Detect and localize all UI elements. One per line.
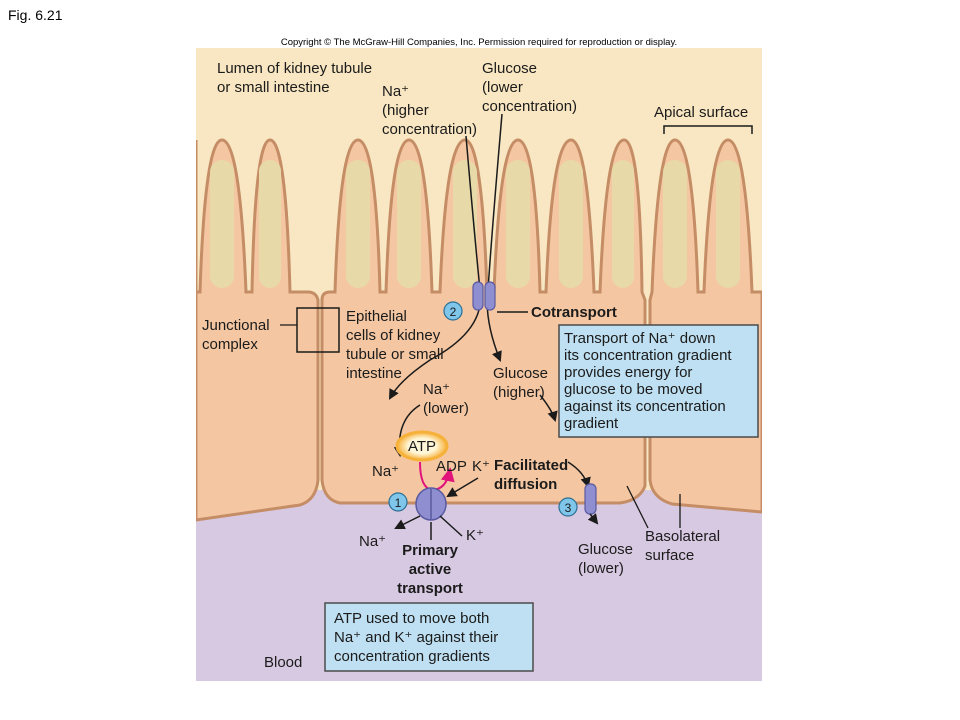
- na-higher-line3: concentration): [382, 121, 477, 138]
- k-out-line: [439, 515, 463, 537]
- junctional-complex-line2: complex: [202, 336, 258, 353]
- glucose-lower-top-line1: Glucose: [482, 60, 537, 77]
- adp-label: ADP: [436, 458, 467, 475]
- step-3-label: 3: [565, 501, 572, 515]
- glucose-higher-line2: (higher): [493, 384, 545, 401]
- k-in-arrow: [446, 477, 479, 498]
- atp-note-line1: ATP used to move both: [334, 610, 489, 627]
- epithelial-line1: Epithelial: [346, 308, 407, 325]
- sodium-potassium-pump-icon: [415, 487, 447, 521]
- glucose-lower-blood-line1: Glucose: [578, 541, 633, 558]
- na-lower-line2: (lower): [423, 400, 469, 417]
- step-1-badge: [388, 492, 408, 512]
- na-out-label: Na⁺: [359, 533, 386, 550]
- atp-note-line3: concentration gradients: [334, 648, 490, 665]
- cotransport-label: Cotransport: [531, 304, 617, 321]
- k-out-label: K⁺: [466, 527, 484, 544]
- cotransport-note-line3: provides energy for: [564, 364, 692, 381]
- basolateral-leader-1: [626, 485, 649, 529]
- atp-badge-icon: [395, 430, 449, 462]
- copyright-notice: Copyright © The McGraw-Hill Companies, I…: [280, 37, 678, 48]
- step-2-label: 2: [450, 305, 457, 319]
- primary-line3: transport: [397, 580, 463, 597]
- epithelial-line3: tubule or small: [346, 346, 444, 363]
- glucose-higher-line1: Glucose: [493, 365, 548, 382]
- epithelial-line2: cells of kidney: [346, 327, 441, 344]
- cotransporter-protein-icon: [472, 281, 496, 311]
- apical-surface-label: Apical surface: [654, 104, 748, 121]
- glucose-lower-top-line2: (lower: [482, 79, 523, 96]
- primary-line2: active: [409, 561, 452, 578]
- na-out-arrow: [394, 515, 421, 529]
- basolateral-line1: Basolateral: [645, 528, 720, 545]
- lumen-label-line1: Lumen of kidney tubule: [217, 60, 372, 77]
- apical-bracket: [663, 125, 753, 134]
- glucose-carrier-arrow: [567, 461, 591, 489]
- cotransport-note-line1: Transport of Na⁺ down: [564, 330, 716, 347]
- facilitated-line2: diffusion: [494, 476, 557, 493]
- cotransport-note-line2: its concentration gradient: [564, 347, 732, 364]
- glucose-lower-top-line3: concentration): [482, 98, 577, 115]
- k-in-label: K⁺: [472, 458, 490, 475]
- glucose-lower-blood-line2: (lower): [578, 560, 624, 577]
- lumen-label-line2: or small intestine: [217, 79, 330, 96]
- basolateral-line2: surface: [645, 547, 694, 564]
- glucose-carrier-icon: [584, 483, 597, 515]
- microvilli-cores: [210, 160, 740, 288]
- atp-label: ATP: [408, 438, 436, 455]
- blood-label: Blood: [264, 654, 302, 671]
- na-higher-line2: (higher: [382, 102, 429, 119]
- na-in-label: Na⁺: [372, 463, 399, 480]
- glucose-to-carrier-arrow: [539, 394, 558, 423]
- glucose-out-arrow: [587, 513, 599, 525]
- step-3-badge: [558, 497, 578, 517]
- primary-line1: Primary: [402, 542, 459, 559]
- cotransport-note-line5: against its concentration: [564, 398, 726, 415]
- junctional-complex-line1: Junctional: [202, 317, 270, 334]
- facilitated-line1: Facilitated: [494, 457, 568, 474]
- epithelial-line4: intestine: [346, 365, 402, 382]
- cotransport-note-line6: gradient: [564, 415, 619, 432]
- figure-label: Fig. 6.21: [8, 7, 63, 23]
- atp-note-line2: Na⁺ and K⁺ against their: [334, 629, 498, 646]
- cotransport-note-line4: glucose to be moved: [564, 381, 702, 398]
- glucose-path-line: [486, 113, 503, 362]
- step-1-label: 1: [395, 496, 402, 510]
- step-2-badge: [443, 301, 463, 321]
- na-lower-line1: Na⁺: [423, 381, 450, 398]
- na-higher-line1: Na⁺: [382, 83, 409, 100]
- atp-note-box: [324, 602, 534, 672]
- junctional-box: [296, 307, 340, 353]
- cotransport-note-box: [558, 324, 759, 438]
